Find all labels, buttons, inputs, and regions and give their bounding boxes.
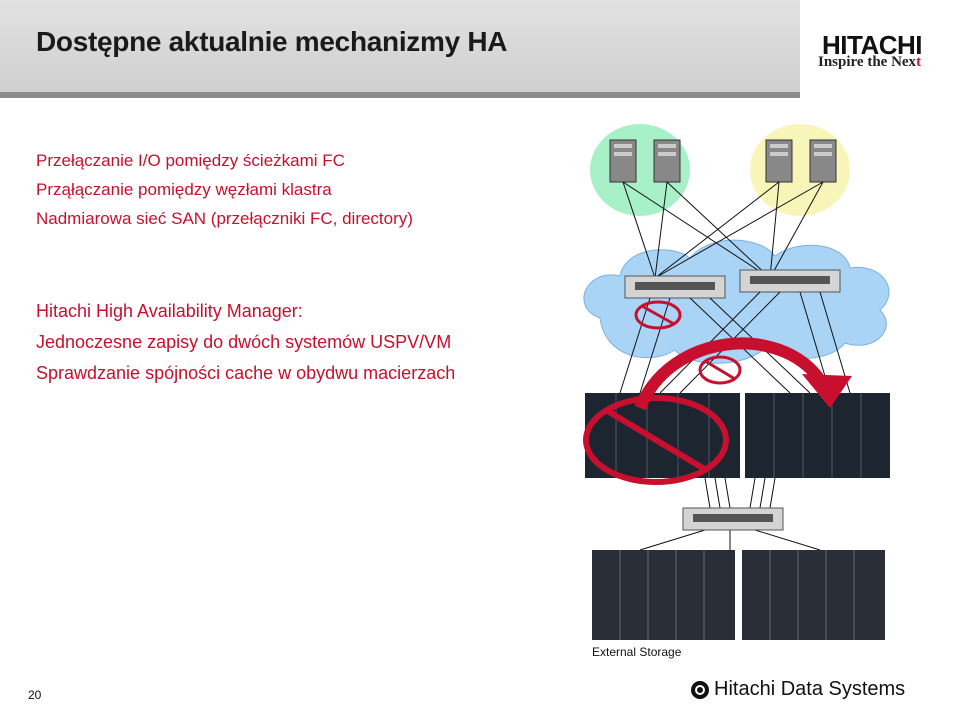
hds-logo-icon (691, 680, 709, 699)
fc-links-top (622, 181, 824, 279)
server-icon (765, 139, 793, 183)
no-entry-icon (698, 355, 742, 385)
page-number: 20 (28, 688, 42, 702)
hitachi-logo: HITACHI (822, 30, 923, 60)
header-bar: Dostępne aktualnie mechanizmy HA (0, 0, 800, 98)
fc-switch-icon (739, 269, 841, 293)
fc-switch-icon (624, 275, 726, 299)
server-icon (809, 139, 837, 183)
external-storage-icon (592, 550, 885, 640)
storage-array-icon (585, 393, 740, 478)
fc-switch-icon (682, 507, 784, 531)
hitachi-tagline: Inspire the Next (818, 54, 921, 71)
brand-name: Hitachi Data Systems (714, 678, 906, 700)
no-entry-icon (583, 395, 729, 485)
no-entry-icon (634, 300, 682, 330)
bullet-item: Sprawdzanie spójności cache w obydwu mac… (36, 363, 456, 383)
failover-arrow-icon (634, 337, 825, 411)
external-storage-label: External Storage (592, 645, 682, 659)
tagline-text: Inspire the Nex (818, 54, 917, 70)
ha-diagram (583, 124, 890, 640)
bullet-list-top: Przełączanie I/O pomiędzy ścieżkami FC P… (36, 146, 413, 233)
bullet-item: Prząłączanie pomiędzy węzłami klastra (36, 180, 332, 199)
bullet-item: Jednoczesne zapisy do dwóch systemów USP… (36, 332, 452, 352)
bullet-item: Nadmiarowa sieć SAN (przełączniki FC, di… (36, 209, 413, 228)
storage-array-icon (745, 393, 890, 478)
page-title: Dostępne aktualnie mechanizmy HA (36, 26, 508, 57)
logo-area (800, 0, 959, 98)
failover-arrow-head (802, 374, 852, 408)
tagline-accent: t (916, 54, 922, 70)
bullet-item: Hitachi High Availability Manager: (36, 301, 303, 321)
server-icon (609, 139, 637, 183)
server-icon (653, 139, 681, 183)
fc-links-external (639, 477, 821, 551)
bullet-item: Przełączanie I/O pomiędzy ścieżkami FC (36, 151, 345, 170)
bullet-list-bottom: Hitachi High Availability Manager: Jedno… (36, 296, 455, 389)
footer-brand: Hitachi Data Systems (690, 678, 905, 701)
